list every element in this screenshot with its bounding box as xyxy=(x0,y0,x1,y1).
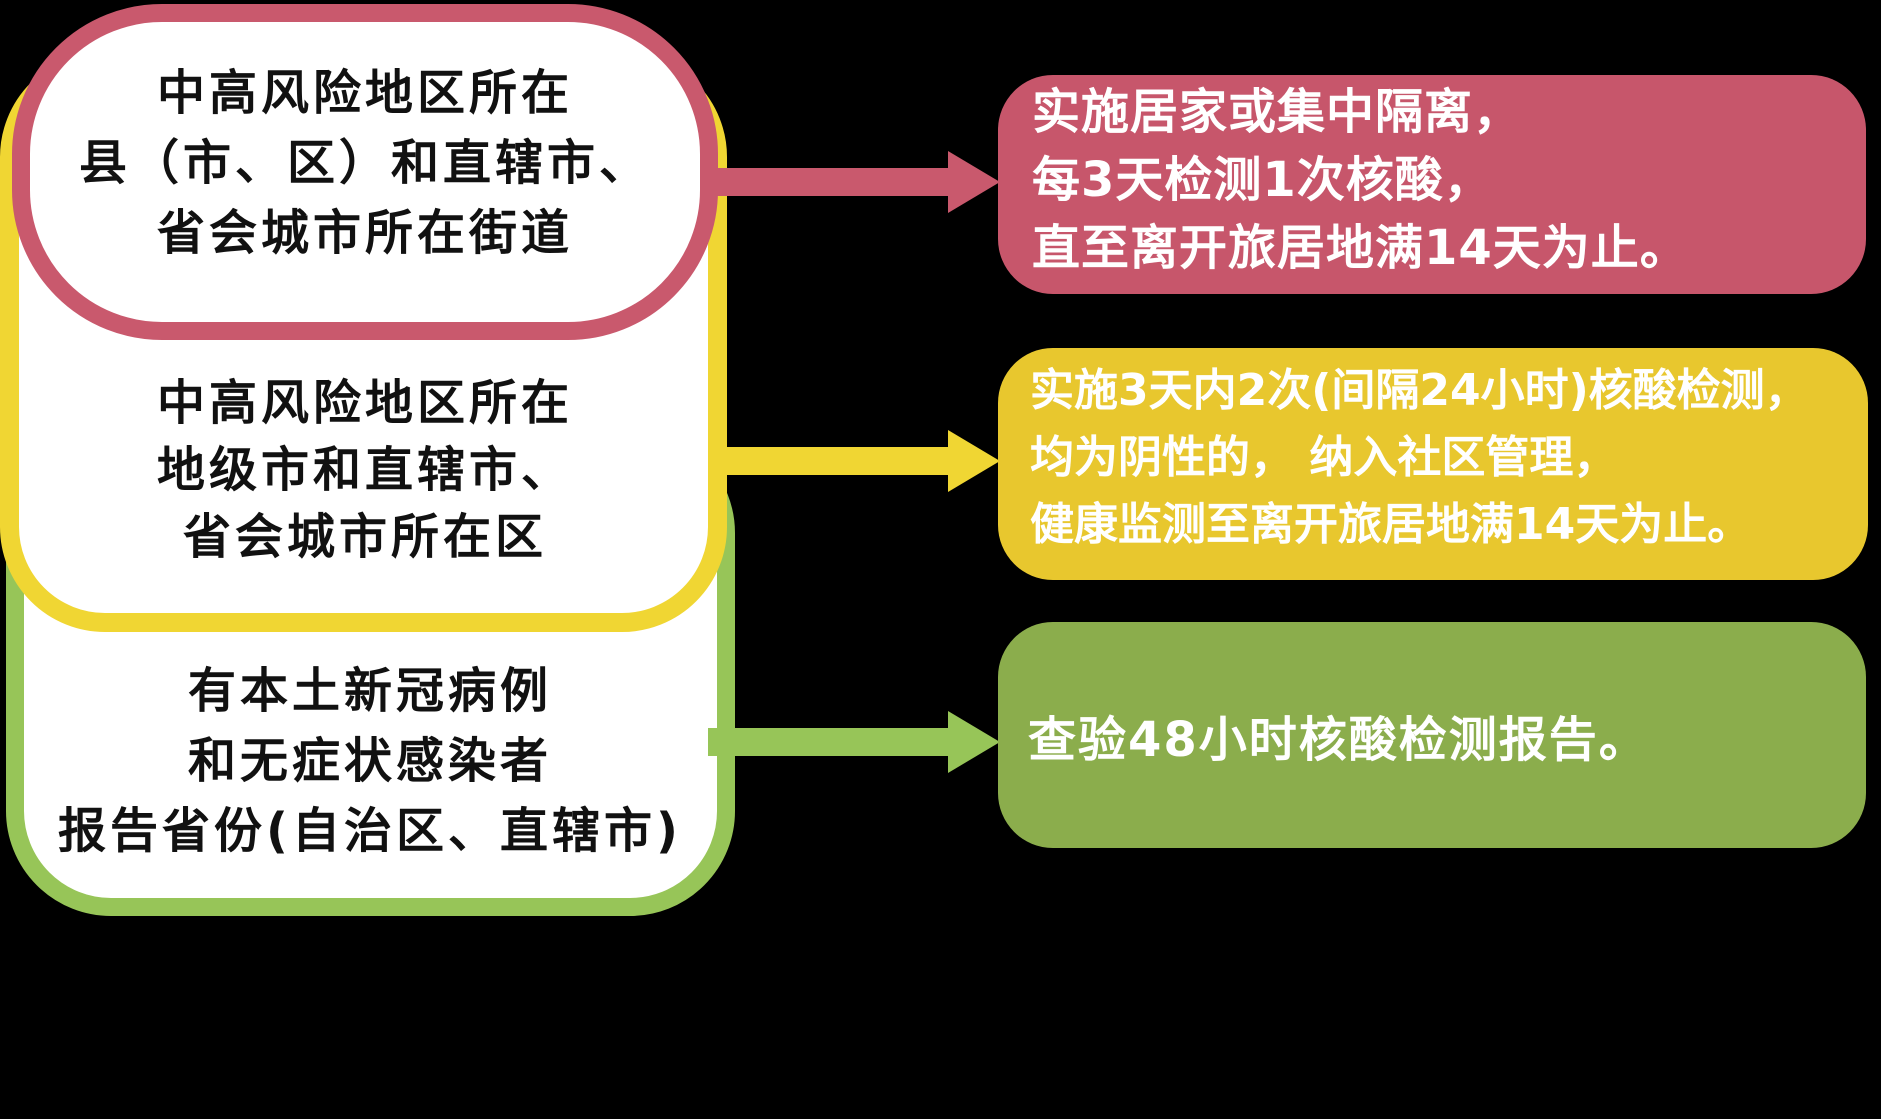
text-line: 均为阴性的， 纳入社区管理， xyxy=(1030,432,1618,483)
text-line: 健康监测至离开旅居地满14天为止。 xyxy=(1030,499,1752,550)
text-line: 有本土新冠病例 xyxy=(187,663,552,719)
text-line: 报告省份(自治区、直辖市) xyxy=(58,803,682,859)
text-line: 和无症状感染者 xyxy=(187,733,552,789)
text-line: 实施3天内2次(间隔24小时)核酸检测， xyxy=(1030,365,1809,416)
right-box-quarantine-policy: 实施居家或集中隔离， 每3天检测1次核酸， 直至离开旅居地满14天为止。 xyxy=(998,75,1866,294)
left-box-local-case-provinces-text: 有本土新冠病例 和无症状感染者 报告省份(自治区、直辖市) xyxy=(25,656,715,866)
text-line: 县（市、区）和直辖市、 xyxy=(78,135,651,191)
text-line: 实施居家或集中隔离， xyxy=(1032,84,1523,140)
text-line: 直至离开旅居地满14天为止。 xyxy=(1032,220,1689,276)
left-box-high-risk-city-district-text: 中高风险地区所在 地级市和直辖市、 省会城市所在区 xyxy=(40,370,690,571)
left-box-high-risk-street-text: 中高风险地区所在 县（市、区）和直辖市、 省会城市所在街道 xyxy=(40,58,690,268)
right-box-report-check-policy: 查验48小时核酸检测报告。 xyxy=(998,622,1866,848)
pink-arrow-icon xyxy=(708,151,1000,213)
text-line: 中高风险地区所在 xyxy=(156,65,573,121)
text-line: 每3天检测1次核酸， xyxy=(1032,152,1493,208)
text-line: 查验48小时核酸检测报告。 xyxy=(1028,712,1649,768)
text-line: 省会城市所在街道 xyxy=(156,205,573,261)
text-line: 省会城市所在区 xyxy=(182,509,547,565)
text-line: 中高风险地区所在 xyxy=(156,375,573,431)
text-line: 地级市和直辖市、 xyxy=(156,442,573,498)
right-box-double-test-policy: 实施3天内2次(间隔24小时)核酸检测， 均为阴性的， 纳入社区管理， 健康监测… xyxy=(998,348,1868,580)
green-arrow-icon xyxy=(708,711,1000,773)
yellow-arrow-icon xyxy=(708,430,1000,492)
